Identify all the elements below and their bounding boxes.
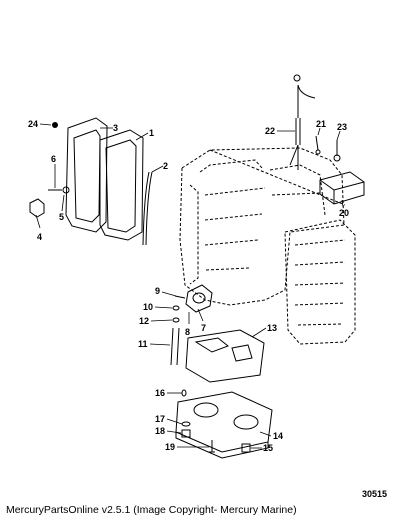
part-23-sensor [333, 140, 341, 162]
callout-16: 16 [155, 388, 165, 398]
callout-9: 9 [155, 286, 160, 296]
part-7-cover [185, 284, 213, 313]
callout-12: 12 [139, 316, 149, 326]
part-2-rod [142, 171, 153, 246]
part-19-screw [209, 440, 215, 453]
crankcase-cover [284, 219, 356, 345]
callout-7: 7 [201, 323, 206, 333]
callout-22: 22 [265, 126, 275, 136]
callout-20: 20 [339, 208, 349, 218]
part-18-nut [181, 429, 191, 438]
part-4-bracket [29, 198, 45, 218]
cylinder-block [179, 147, 346, 306]
part-17-washer [181, 421, 191, 427]
callout-5: 5 [59, 212, 64, 222]
part-15-fastener [241, 443, 251, 453]
part-16-dowel [181, 389, 187, 397]
callout-labels: 1 2 3 4 5 6 7 8 9 10 11 12 13 14 15 16 1… [28, 119, 349, 453]
copyright-footer: MercuryPartsOnline v2.5.1 (Image Copyrig… [6, 504, 297, 516]
part-20-module [319, 171, 365, 205]
part-9-screw [174, 295, 186, 299]
callout-4: 4 [37, 232, 42, 242]
callout-13: 13 [267, 323, 277, 333]
callout-21: 21 [316, 119, 326, 129]
part-22-wire-harness [289, 74, 316, 170]
callout-14: 14 [273, 431, 283, 441]
callout-19: 19 [165, 442, 175, 452]
figure-number: 30515 [361, 489, 387, 499]
callout-1: 1 [149, 128, 154, 138]
callout-8: 8 [185, 327, 190, 337]
part-13-gasket [185, 329, 265, 383]
leader-lines [35, 123, 344, 449]
callout-10: 10 [143, 302, 153, 312]
callout-2: 2 [163, 161, 168, 171]
callout-17: 17 [155, 414, 165, 424]
part-10-fitting [172, 305, 180, 311]
part-12-clamp [172, 317, 180, 323]
callout-3: 3 [113, 123, 118, 133]
callout-23: 23 [337, 122, 347, 132]
part-3-cover-plate [65, 117, 108, 233]
callout-24: 24 [28, 119, 38, 129]
part-24-plug [52, 122, 58, 128]
callout-11: 11 [138, 339, 148, 349]
part-21-bolt [315, 135, 321, 155]
callout-6: 6 [51, 154, 56, 164]
callout-18: 18 [155, 426, 165, 436]
part-11-hose [170, 327, 180, 366]
part-6-screw [48, 186, 70, 194]
callout-15: 15 [263, 443, 273, 453]
